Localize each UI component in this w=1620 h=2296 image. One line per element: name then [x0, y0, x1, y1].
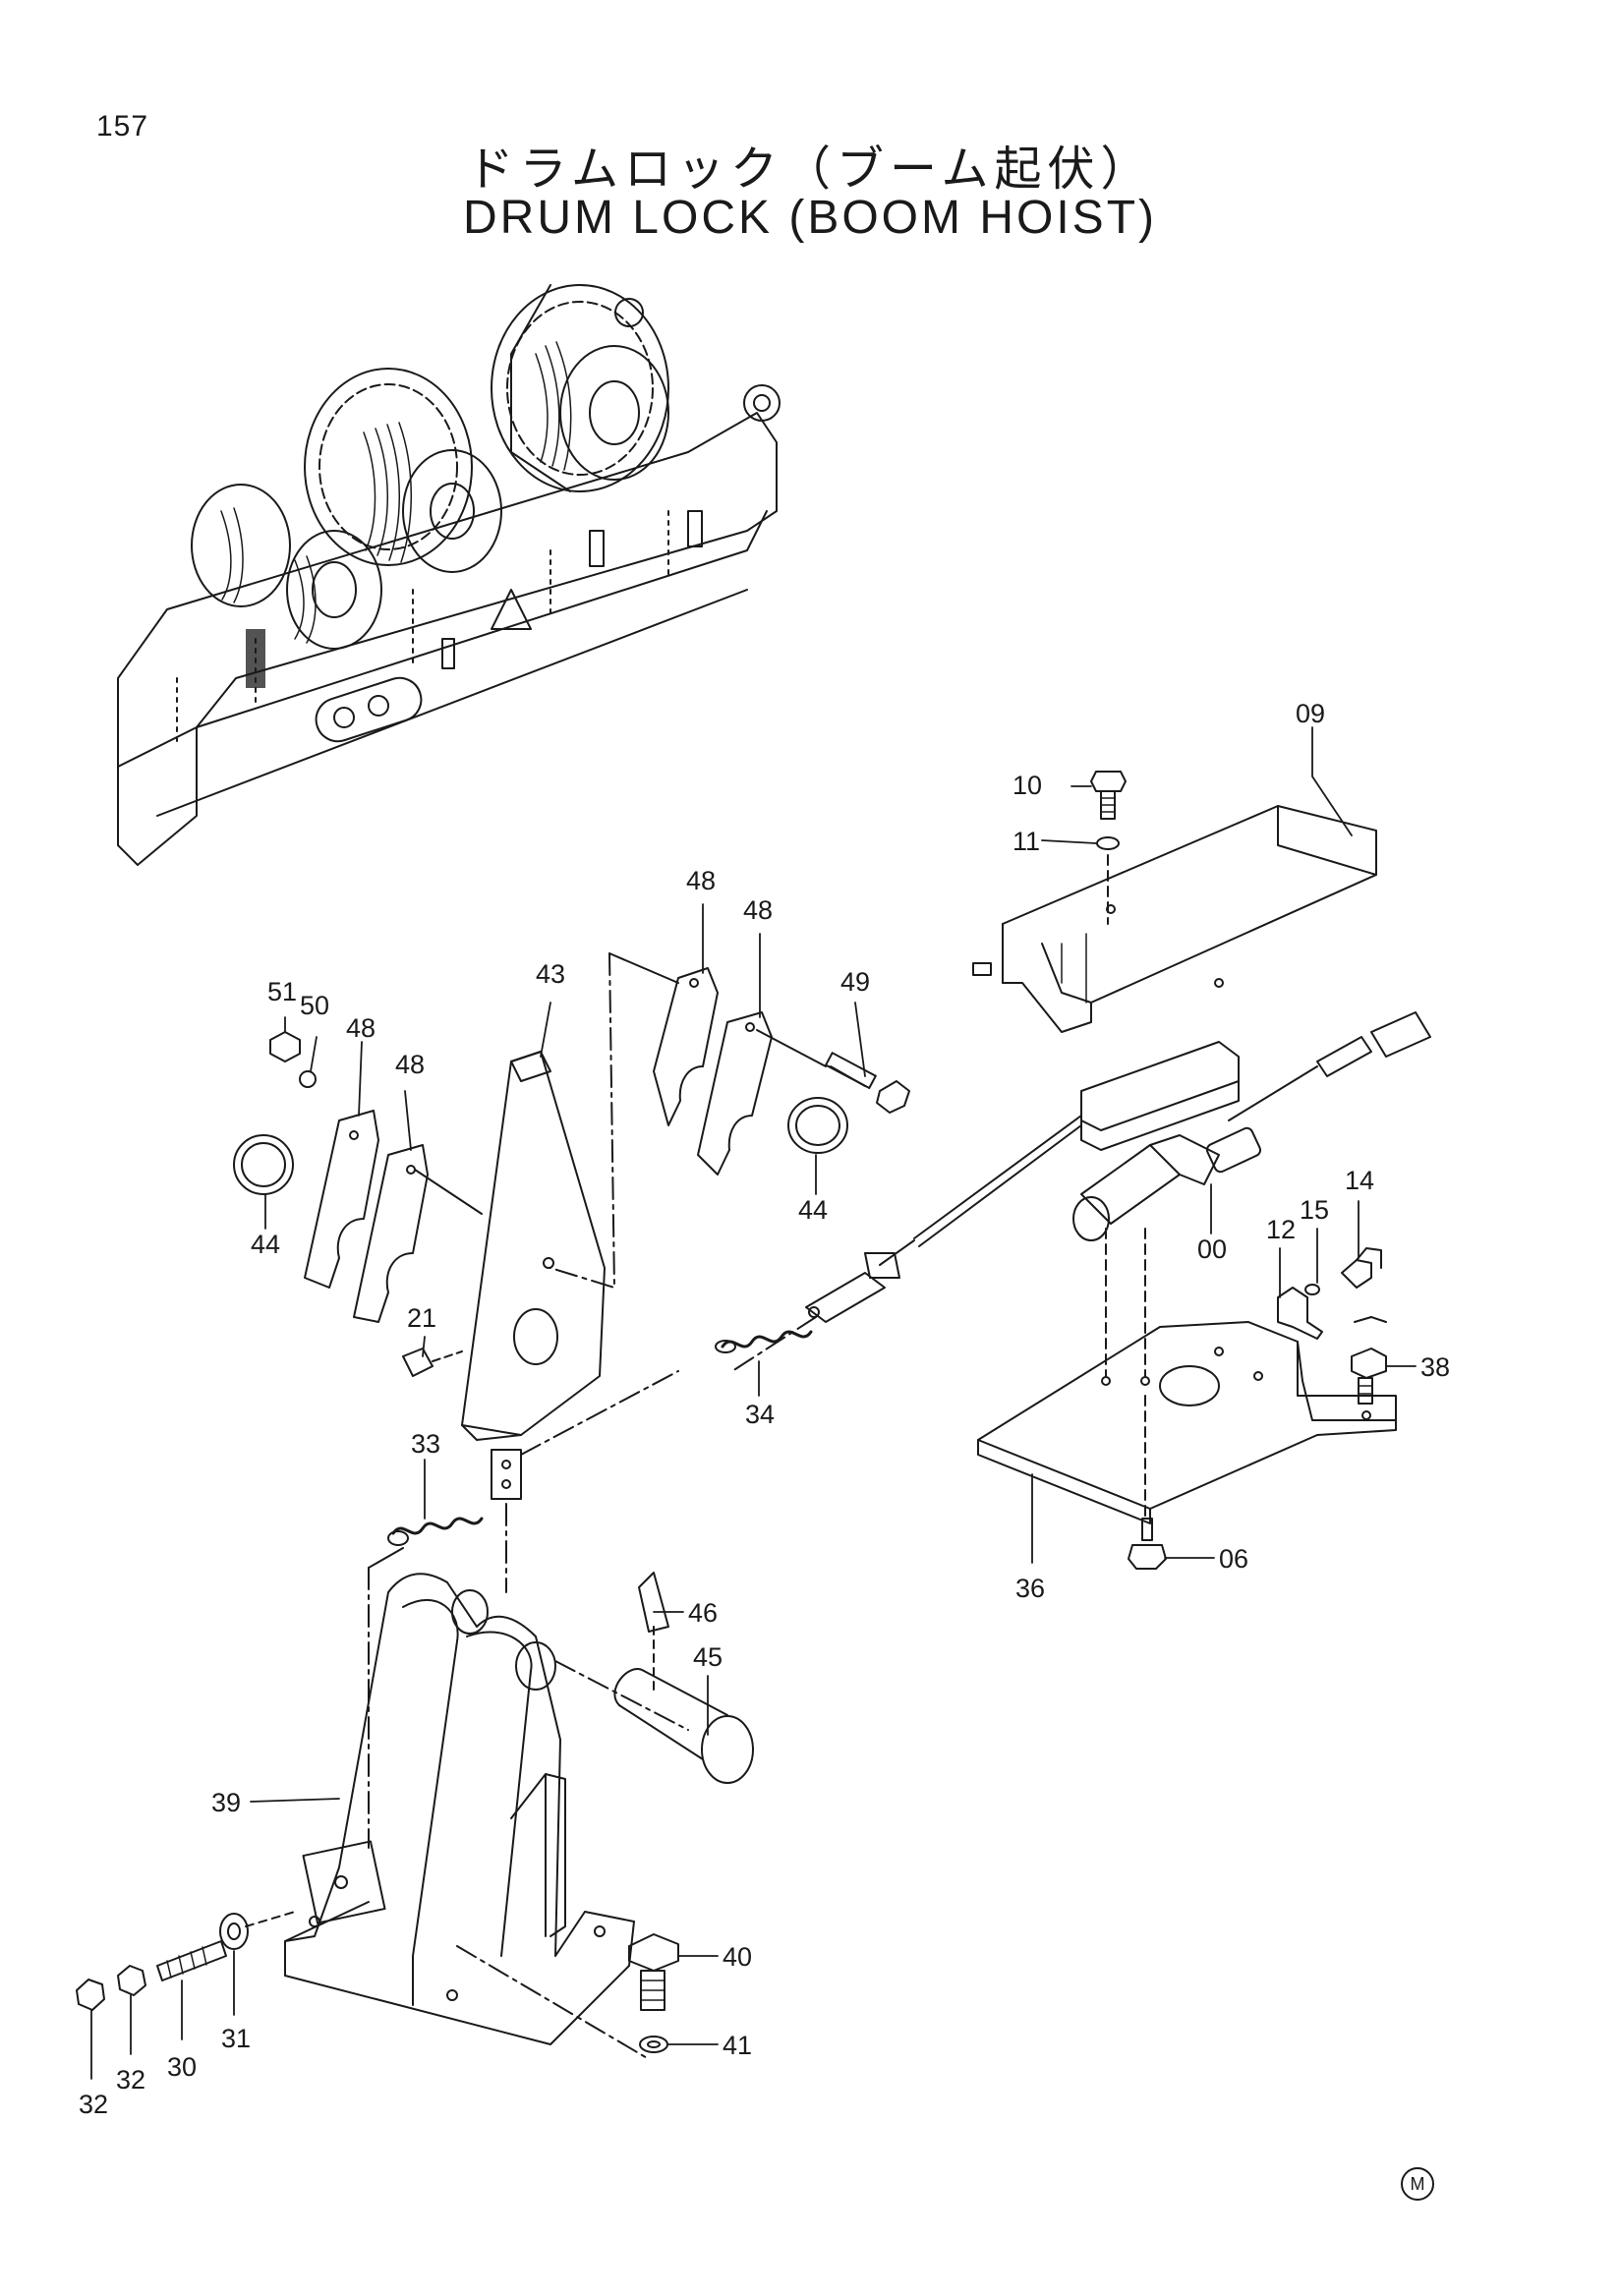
callout-21: 21	[407, 1303, 436, 1333]
callout-48: 48	[743, 895, 773, 925]
callout-11: 11	[1012, 827, 1040, 856]
callout-30: 30	[167, 2052, 197, 2082]
callout-48: 48	[346, 1013, 376, 1043]
leader-lines	[90, 726, 1417, 2080]
callout-31: 31	[221, 2024, 251, 2053]
callout-43: 43	[536, 959, 565, 989]
callout-labels: 09 10 11 48 48 49 43 51 50 48 48 44 44 0…	[79, 699, 1450, 2119]
callout-48: 48	[686, 866, 716, 895]
callout-51: 51	[267, 977, 297, 1006]
callout-14: 14	[1345, 1166, 1374, 1195]
bracket-solenoid-assembly	[731, 1011, 1431, 1524]
title-english: DRUM LOCK (BOOM HOIST)	[462, 192, 1157, 244]
callout-44: 44	[798, 1195, 828, 1225]
callout-00: 00	[1197, 1234, 1227, 1264]
callout-12: 12	[1266, 1215, 1296, 1244]
bolt-40-washer-41	[628, 1933, 679, 2053]
callout-46: 46	[688, 1598, 718, 1628]
page-number: 157	[96, 110, 149, 143]
callout-09: 09	[1296, 699, 1325, 728]
title-japanese: ドラムロック（ブーム起伏）	[466, 142, 1154, 197]
callout-32: 32	[79, 2090, 108, 2119]
bolt-38	[1351, 1348, 1387, 1405]
adjust-bolt-nuts	[76, 1911, 296, 2011]
callout-15: 15	[1300, 1195, 1329, 1225]
manufacturer-mark: M	[1401, 2167, 1434, 2201]
callout-36: 36	[1015, 1574, 1045, 1603]
callout-34: 34	[745, 1400, 775, 1429]
callout-10: 10	[1012, 771, 1042, 800]
plates-and-lever	[233, 952, 910, 1500]
lever-stand	[284, 1572, 754, 2060]
callout-32: 32	[116, 2065, 145, 2095]
winch-frame-overview	[117, 284, 781, 866]
callout-45: 45	[693, 1642, 723, 1672]
callout-40: 40	[723, 1942, 752, 1972]
callout-44: 44	[251, 1230, 280, 1259]
cover-assembly	[972, 771, 1377, 1033]
callout-33: 33	[411, 1429, 440, 1459]
callout-06: 06	[1219, 1544, 1248, 1574]
bolt-06	[1128, 1518, 1167, 1570]
small-bracket-fasteners	[1277, 1247, 1387, 1340]
callout-49: 49	[840, 967, 870, 997]
callout-50: 50	[300, 991, 329, 1020]
callout-38: 38	[1420, 1352, 1450, 1382]
callout-41: 41	[723, 2031, 752, 2060]
callout-39: 39	[211, 1788, 241, 1817]
callout-48: 48	[395, 1050, 425, 1079]
